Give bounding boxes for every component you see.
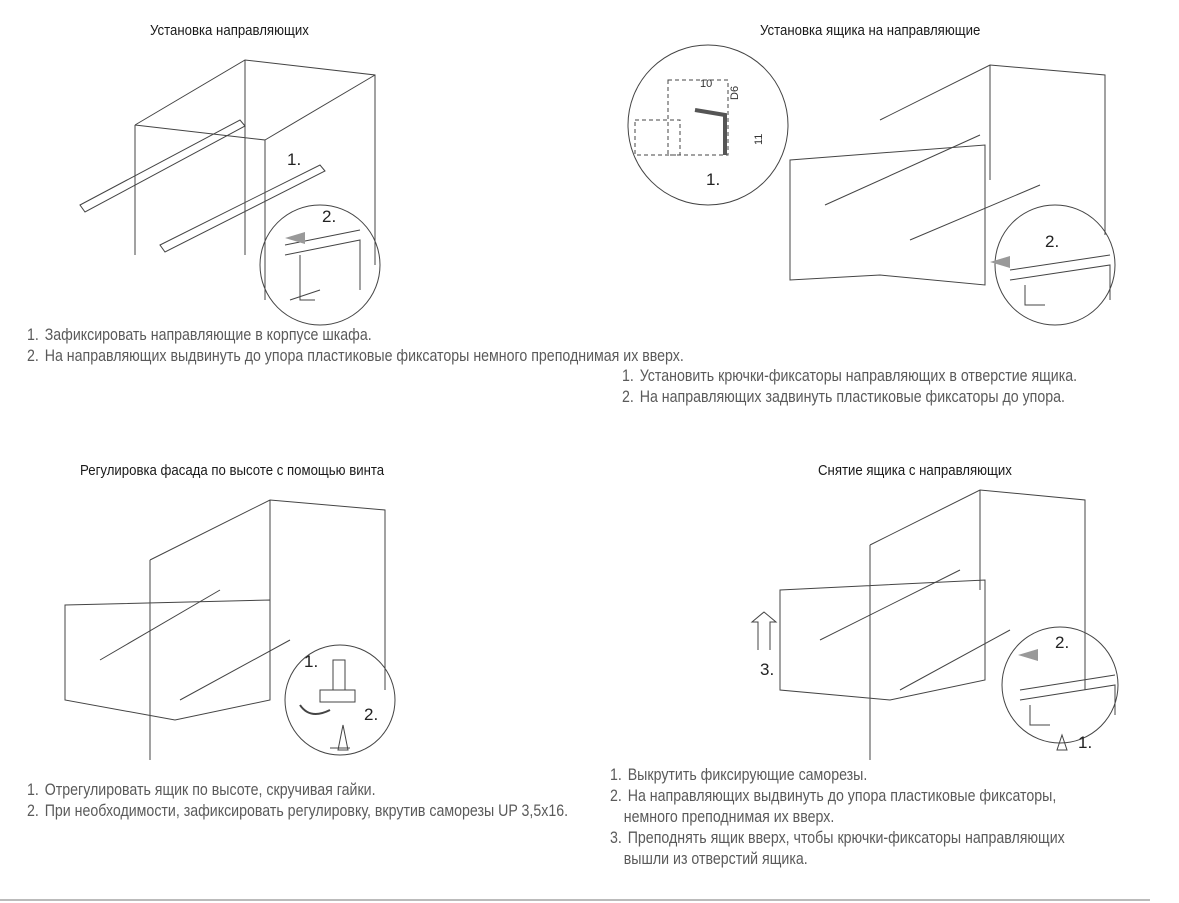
dimension-11: 11 [753, 134, 765, 145]
steps-install-runners: 1. Зафиксировать направляющие в корпусе … [27, 325, 684, 367]
step-item: 1. Установить крючки-фиксаторы направляю… [622, 367, 1078, 385]
callout-2: 2. [1055, 633, 1069, 652]
step-item: 2. На направляющих задвинуть пластиковые… [622, 388, 1065, 406]
step-item: 1. Зафиксировать направляющие в корпусе … [27, 326, 372, 344]
callout-1: 1. [287, 150, 301, 169]
steps-install-drawer: 1. Установить крючки-фиксаторы направляю… [622, 366, 1077, 408]
dimension-10: 10 [700, 78, 712, 90]
callout-1: 1. [706, 170, 720, 189]
step-item: 1. Выкрутить фиксирующие саморезы. [610, 766, 868, 784]
callout-2: 2. [1045, 232, 1059, 251]
step-item: 2. На направляющих выдвинуть до упора пл… [610, 787, 1057, 826]
illustration-facade-adjust: 1. 2. [64, 499, 396, 760]
step-item: 3. Преподнять ящик вверх, чтобы крючки-ф… [610, 829, 1065, 868]
illustration-install-runners: 1. 2. [79, 59, 381, 326]
panel-title-install-runners: Установка направляющих [150, 22, 309, 39]
illustration-remove-drawer: 3. 2. 1. [750, 489, 1119, 760]
steps-remove-drawer: 1. Выкрутить фиксирующие саморезы. 2. На… [610, 765, 1105, 870]
callout-2: 2. [322, 207, 336, 226]
step-item: 2. При необходимости, зафиксировать регу… [27, 802, 569, 820]
panel-title-install-drawer: Установка ящика на направляющие [760, 22, 981, 39]
panel-title-facade-adjust: Регулировка фасада по высоте с помощью в… [80, 462, 385, 479]
step-item: 1. Отрегулировать ящик по высоте, скручи… [27, 781, 376, 799]
panel-title-remove-drawer: Снятие ящика с направляющих [818, 462, 1012, 479]
illustration-install-drawer: 10 D6 11 1. 2. [627, 44, 1116, 326]
dimension-d6: D6 [729, 86, 741, 100]
callout-1: 1. [1078, 733, 1092, 752]
callout-3: 3. [760, 660, 774, 679]
callout-2: 2. [364, 705, 378, 724]
page-border [0, 899, 1150, 901]
callout-1: 1. [304, 652, 318, 671]
step-item: 2. На направляющих выдвинуть до упора пл… [27, 347, 684, 365]
steps-facade-adjust: 1. Отрегулировать ящик по высоте, скручи… [27, 780, 568, 822]
